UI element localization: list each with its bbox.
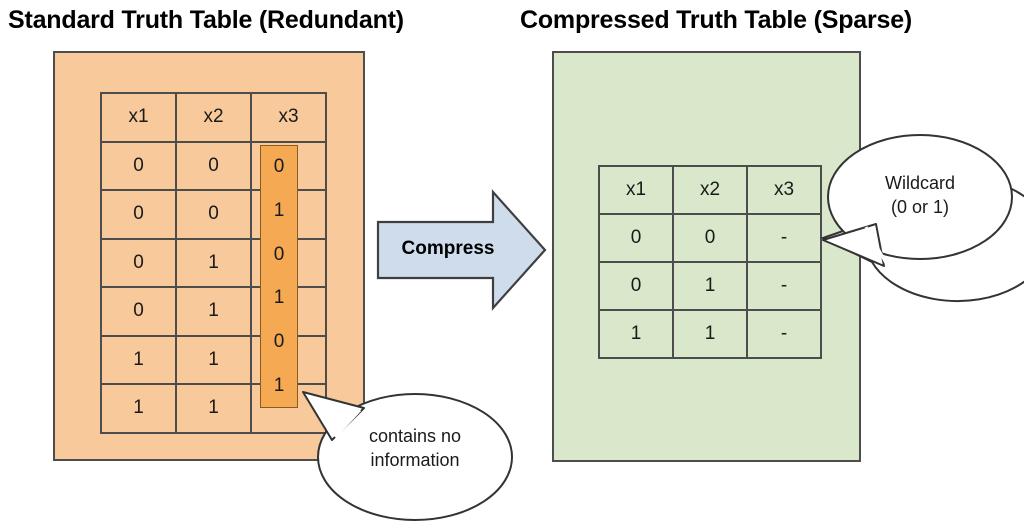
table-cell: 0 <box>598 261 674 311</box>
noinfo-callout-line2: information <box>370 449 460 470</box>
table-header-row: x1 x2 x3 <box>598 165 822 215</box>
table-cell: 1 <box>672 309 748 359</box>
table-cell: 1 <box>100 383 177 434</box>
table-cell: - <box>746 213 822 263</box>
noinfo-callout-text: contains no information <box>335 425 495 473</box>
highlight-cell: 1 <box>273 375 285 397</box>
table-cell: 1 <box>175 286 252 337</box>
highlight-cell: 0 <box>273 243 285 265</box>
wildcard-callout-line2: (0 or 1) <box>890 196 950 217</box>
right-title: Compressed Truth Table (Sparse) <box>520 6 913 34</box>
table-cell: - <box>746 261 822 311</box>
wildcard-callout-text: Wildcard (0 or 1) <box>840 172 1000 220</box>
wildcard-callout-line1: Wildcard <box>884 173 955 193</box>
table-row: 1 1 - <box>598 309 822 359</box>
noinfo-callout-line1: contains no <box>368 426 462 446</box>
table-cell: 1 <box>175 237 252 288</box>
header-cell: x3 <box>746 165 822 215</box>
left-title: Standard Truth Table (Redundant) <box>8 6 404 34</box>
table-cell: 0 <box>672 213 748 263</box>
table-cell: 0 <box>100 189 177 240</box>
table-cell: 1 <box>100 334 177 385</box>
table-cell: 0 <box>175 189 252 240</box>
table-row: 0 1 - <box>598 261 822 311</box>
header-cell: x2 <box>175 92 252 143</box>
table-cell: 0 <box>100 286 177 337</box>
highlight-cell: 0 <box>273 155 285 177</box>
table-cell: 0 <box>598 213 674 263</box>
table-cell: 0 <box>100 237 177 288</box>
table-cell: 1 <box>175 383 252 434</box>
highlight-cell: 1 <box>273 287 285 309</box>
highlight-cell: 1 <box>273 199 285 221</box>
table-cell: - <box>746 309 822 359</box>
table-header-row: x1 x2 x3 <box>100 92 327 143</box>
compressed-truth-table: x1 x2 x3 0 0 - 0 1 - 1 1 - <box>598 165 822 359</box>
wildcard-callout-tail-mask <box>864 226 888 264</box>
redundant-column-values: 0 1 0 1 0 1 <box>260 145 298 408</box>
header-cell: x1 <box>598 165 674 215</box>
table-cell: 1 <box>598 309 674 359</box>
header-cell: x1 <box>100 92 177 143</box>
table-cell: 1 <box>672 261 748 311</box>
compress-arrow-label: Compress <box>401 238 495 259</box>
header-cell: x3 <box>250 92 327 143</box>
header-cell: x2 <box>672 165 748 215</box>
table-row: 0 0 - <box>598 213 822 263</box>
highlight-cell: 0 <box>273 331 285 353</box>
table-cell: 0 <box>100 140 177 191</box>
table-cell: 0 <box>175 140 252 191</box>
table-cell: 1 <box>175 334 252 385</box>
